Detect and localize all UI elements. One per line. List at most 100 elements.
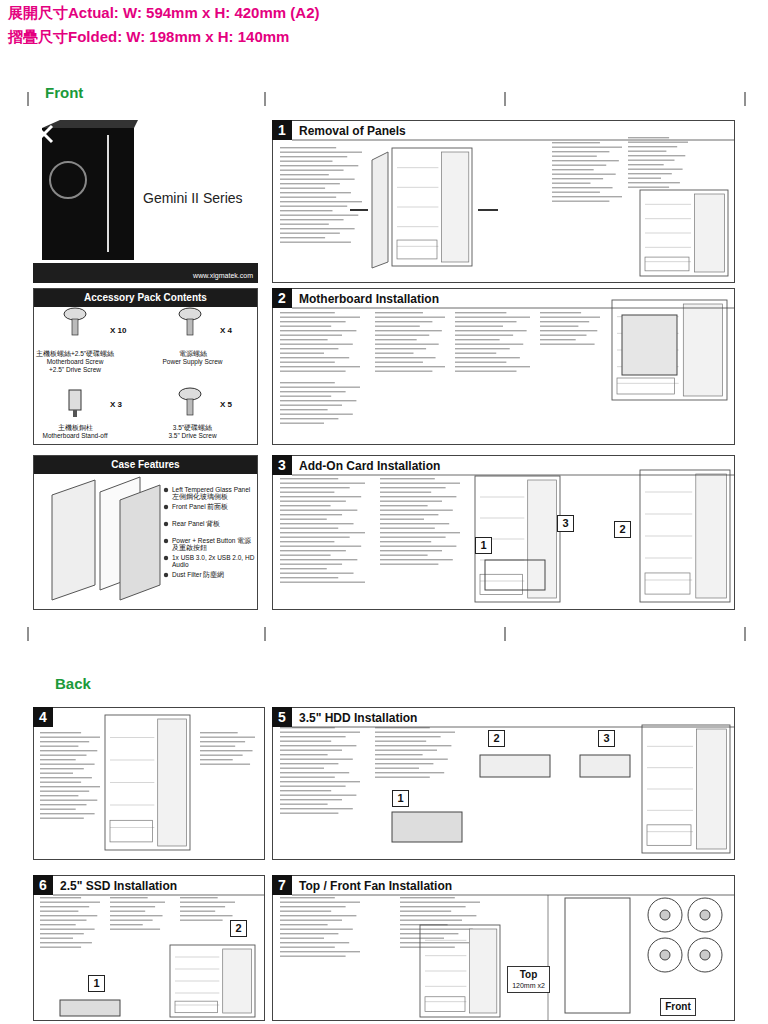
text-placeholder xyxy=(280,344,353,345)
text-placeholder xyxy=(280,732,360,733)
text-placeholder xyxy=(280,568,327,569)
text-placeholder xyxy=(40,947,81,948)
text-placeholder xyxy=(380,564,438,565)
text-placeholder xyxy=(40,768,84,769)
part-name: 電源螺絲 xyxy=(140,350,245,357)
text-placeholder xyxy=(280,956,346,957)
text-placeholder xyxy=(280,418,338,419)
case-detail xyxy=(110,805,154,806)
callout-number: 2 xyxy=(489,731,504,746)
step-panel: 62.5" SSD Installation21 xyxy=(33,875,265,1021)
feature-label: Left Tempered Glass Panel 左側鋼化玻璃側板 xyxy=(172,486,256,501)
text-placeholder xyxy=(200,732,238,733)
text-placeholder xyxy=(280,951,360,952)
case-detail xyxy=(110,827,154,828)
case-psu xyxy=(480,574,523,594)
text-placeholder xyxy=(400,938,444,939)
text-placeholder xyxy=(280,786,346,787)
arrow-line xyxy=(478,209,498,211)
brand-logo xyxy=(36,126,52,142)
case-detail xyxy=(645,261,691,262)
case-psu xyxy=(110,820,153,842)
text-placeholder xyxy=(280,555,331,556)
hdd-tray xyxy=(480,755,550,777)
case-detail xyxy=(480,518,524,519)
text-placeholder xyxy=(375,317,445,318)
text-placeholder xyxy=(40,732,81,733)
feature-dot xyxy=(164,488,168,492)
case-detail xyxy=(175,957,219,958)
text-placeholder xyxy=(280,577,338,578)
text-placeholder xyxy=(280,174,329,175)
text-placeholder xyxy=(375,330,442,331)
case-outline xyxy=(642,725,730,853)
text-placeholder xyxy=(280,357,349,358)
text-placeholder xyxy=(40,755,87,756)
text-placeholder xyxy=(280,541,334,542)
text-placeholder xyxy=(280,799,342,800)
callout-number: 1 xyxy=(393,791,408,806)
arrow-line xyxy=(350,209,368,211)
case-psu xyxy=(175,1001,218,1013)
text-placeholder xyxy=(380,559,453,560)
text-placeholder xyxy=(380,541,431,542)
text-placeholder xyxy=(280,371,346,372)
size-note: 摺疊尺寸Folded: W: 198mm x H: 140mm xyxy=(8,28,289,45)
text-placeholder xyxy=(280,559,357,560)
text-placeholder xyxy=(280,215,358,216)
text-placeholder xyxy=(110,924,143,925)
text-placeholder xyxy=(280,808,353,809)
case-detail xyxy=(645,492,692,493)
text-placeholder xyxy=(180,920,223,921)
feature-label: Rear Panel 背板 xyxy=(172,520,256,527)
text-placeholder xyxy=(280,317,360,318)
step-panel: 7Top / Front Fan InstallationTop120mm x2… xyxy=(272,875,735,1021)
callout-number: 1 xyxy=(476,538,491,553)
fan-hub xyxy=(660,950,670,960)
text-placeholder xyxy=(628,173,672,174)
text-placeholder xyxy=(375,348,426,349)
text-placeholder xyxy=(200,764,250,765)
text-placeholder xyxy=(280,804,328,805)
text-placeholder xyxy=(200,755,243,756)
case-front xyxy=(683,304,722,396)
case-psu xyxy=(645,573,690,594)
website: www.xigmatek.com xyxy=(193,272,253,279)
crop-mark xyxy=(28,627,29,641)
direction-label: Top xyxy=(512,969,545,981)
text-placeholder xyxy=(40,746,78,747)
text-placeholder xyxy=(375,339,417,340)
panel-heading: Case Features xyxy=(34,456,257,474)
text-placeholder xyxy=(540,321,589,322)
text-placeholder xyxy=(628,151,666,152)
text-placeholder xyxy=(40,795,78,796)
text-placeholder xyxy=(552,147,622,148)
text-placeholder xyxy=(375,353,414,354)
text-placeholder xyxy=(375,312,423,313)
step-panel: 2Motherboard Installation xyxy=(272,288,735,445)
text-placeholder xyxy=(280,920,342,921)
text-placeholder xyxy=(280,483,365,484)
text-placeholder xyxy=(200,741,245,742)
fan-spec: 120mm x2 xyxy=(512,981,545,990)
text-placeholder xyxy=(180,906,225,907)
text-placeholder xyxy=(280,505,331,506)
text-placeholder xyxy=(280,321,346,322)
text-placeholder xyxy=(455,335,513,336)
panel-part xyxy=(52,480,95,600)
text-placeholder xyxy=(280,790,331,791)
text-placeholder xyxy=(280,387,360,388)
text-placeholder xyxy=(455,330,527,331)
step-underline xyxy=(292,727,735,728)
text-placeholder xyxy=(40,773,73,774)
text-placeholder xyxy=(280,382,335,383)
case-detail xyxy=(110,782,154,783)
text-placeholder xyxy=(628,164,664,165)
case-detail xyxy=(645,218,691,219)
text-placeholder xyxy=(628,155,685,156)
text-placeholder xyxy=(380,519,424,520)
step-underline xyxy=(292,475,735,476)
feature-dot xyxy=(164,522,168,526)
text-placeholder xyxy=(280,902,360,903)
text-placeholder xyxy=(280,924,328,925)
